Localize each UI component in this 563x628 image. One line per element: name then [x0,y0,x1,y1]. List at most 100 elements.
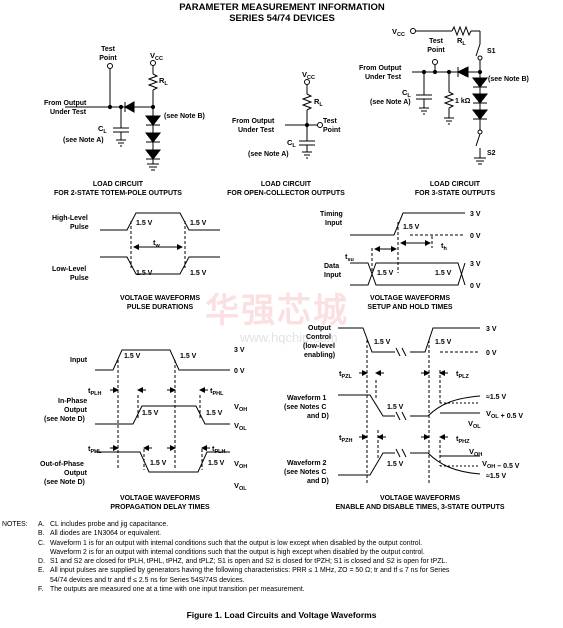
svg-text:Low-Level: Low-Level [52,266,86,273]
note-item: E.All input pulses are supplied by gener… [38,567,450,575]
note-item: B.All diodes are 1N3064 or equivalent. [38,530,162,538]
svg-text:0 V: 0 V [470,283,481,290]
svg-text:FOR 3-STATE OUTPUTS: FOR 3-STATE OUTPUTS [415,190,496,197]
svg-text:Output: Output [64,407,88,414]
svg-text:(see Note B): (see Note B) [488,76,529,83]
svg-text:High-Level: High-Level [52,215,88,222]
three-state-circuit [410,25,489,165]
svg-text:and D): and D) [307,413,329,420]
svg-text:VOL+ 0.5 V: VOL+ 0.5 V [486,409,523,420]
svg-text:1.5 V: 1.5 V [142,410,159,417]
figure-caption: Figure 1. Load Circuits and Voltage Wave… [186,610,377,620]
svg-text:From Output: From Output [359,65,402,72]
figure-canvas: PARAMETER MEASUREMENT INFORMATION SERIES… [40,2,529,511]
note-item: C.Waveform 1 is for an output with inter… [38,539,423,547]
note-item: 54/74 devices and tr and tf ≤ 2.5 ns for… [50,576,245,584]
svg-text:Test: Test [323,118,338,125]
svg-text:(see Note A): (see Note A) [63,137,104,144]
propagation-delay-waveforms [95,349,230,473]
svg-text:CL: CL [287,138,296,149]
svg-text:S1: S1 [487,48,496,55]
svg-text:3 V: 3 V [470,261,481,268]
svg-text:0 V: 0 V [486,350,497,357]
svg-text:Output: Output [308,325,332,332]
svg-text:1.5 V: 1.5 V [124,353,141,360]
svg-text:(see Note B): (see Note B) [164,113,205,120]
caption-totem: LOAD CIRCUIT [93,181,144,188]
watermark-url: www.hqchip.com [240,330,338,345]
svg-text:Under Test: Under Test [50,109,87,116]
note-item: Waveform 2 is for an output with interna… [50,548,425,556]
svg-text:(see Note D): (see Note D) [44,416,85,423]
svg-text:tPHL: tPHL [210,386,224,397]
svg-text:1 kΩ: 1 kΩ [455,98,471,105]
svg-text:Test: Test [101,46,116,53]
note-item: D.S1 and S2 are closed for tPLH, tPHL, t… [38,558,448,566]
svg-text:CL: CL [402,88,411,99]
svg-text:Waveform 2: Waveform 2 [287,460,327,467]
svg-text:VOL: VOL [468,419,481,430]
page-subtitle: SERIES 54/74 DEVICES [229,13,335,24]
svg-text:PULSE DURATIONS: PULSE DURATIONS [127,304,194,311]
svg-text:VOH: VOH [234,459,247,470]
svg-text:1.5 V: 1.5 V [435,339,452,346]
svg-text:VOH– 0.5 V: VOH– 0.5 V [482,459,520,470]
svg-text:Timing: Timing [320,211,343,218]
svg-text:VCC: VCC [302,70,315,81]
svg-text:VCC: VCC [392,27,405,38]
pulse-duration-waveforms [100,212,220,275]
svg-text:0 V: 0 V [470,233,481,240]
svg-text:Output: Output [64,470,88,477]
svg-text:1.5 V: 1.5 V [435,270,452,277]
svg-text:1.5 V: 1.5 V [403,224,420,231]
totem-pole-circuit [65,60,162,171]
svg-text:Point: Point [427,47,445,54]
svg-text:and D): and D) [307,478,329,485]
svg-text:1.5 V: 1.5 V [206,410,223,417]
svg-text:1.5 V: 1.5 V [136,220,153,227]
svg-text:(see Notes C: (see Notes C [284,404,326,411]
svg-text:Test: Test [429,38,444,45]
watermark: 华强芯城 [205,292,349,330]
svg-text:(see Note A): (see Note A) [248,151,289,158]
svg-text:VOL: VOL [234,481,247,492]
caption-propagation: VOLTAGE WAVEFORMS [120,495,200,502]
svg-text:Input: Input [325,220,343,227]
svg-text:RL: RL [314,97,323,108]
svg-text:1.5 V: 1.5 V [377,270,394,277]
svg-text:3 V: 3 V [470,211,481,218]
svg-text:tPZH: tPZH [339,433,353,444]
svg-text:Under Test: Under Test [365,74,402,81]
svg-text:≈1.5 V: ≈1.5 V [486,394,507,401]
svg-text:(low-level: (low-level [303,343,335,350]
svg-text:VOL: VOL [234,421,247,432]
svg-text:tPLZ: tPLZ [456,369,470,380]
svg-text:ENABLE AND DISABLE TIMES, 3-ST: ENABLE AND DISABLE TIMES, 3-STATE OUTPUT… [335,504,504,511]
svg-text:tw: tw [153,238,161,249]
svg-text:From Output: From Output [44,100,87,107]
svg-text:1.5 V: 1.5 V [190,270,207,277]
svg-text:tPHL: tPHL [88,444,102,455]
svg-text:1.5 V: 1.5 V [136,270,153,277]
svg-text:Input: Input [70,357,88,364]
svg-text:tPHZ: tPHZ [456,434,470,445]
svg-text:≈1.5 V: ≈1.5 V [486,473,507,480]
svg-text:(see Notes C: (see Notes C [284,469,326,476]
notes-label: NOTES: [2,521,28,528]
note-item: F.The outputs are measured one at a time… [38,586,305,594]
svg-text:Input: Input [324,272,342,279]
enable-disable-waveforms [338,327,481,485]
svg-text:PROPAGATION DELAY TIMES: PROPAGATION DELAY TIMES [110,504,210,511]
caption-pulse: VOLTAGE WAVEFORMS [120,295,200,302]
svg-text:From Output: From Output [232,118,275,125]
svg-text:Data: Data [324,263,339,270]
svg-text:Out-of-Phase: Out-of-Phase [40,461,84,468]
svg-text:1.5 V: 1.5 V [208,460,225,467]
caption-open-collector: LOAD CIRCUIT [261,181,312,188]
svg-text:FOR 2-STATE TOTEM-POLE OUTPUTS: FOR 2-STATE TOTEM-POLE OUTPUTS [54,190,182,197]
svg-text:Point: Point [323,127,341,134]
svg-text:Pulse: Pulse [70,275,89,282]
caption-three-state: LOAD CIRCUIT [430,181,481,188]
svg-text:tPLH: tPLH [88,386,102,397]
